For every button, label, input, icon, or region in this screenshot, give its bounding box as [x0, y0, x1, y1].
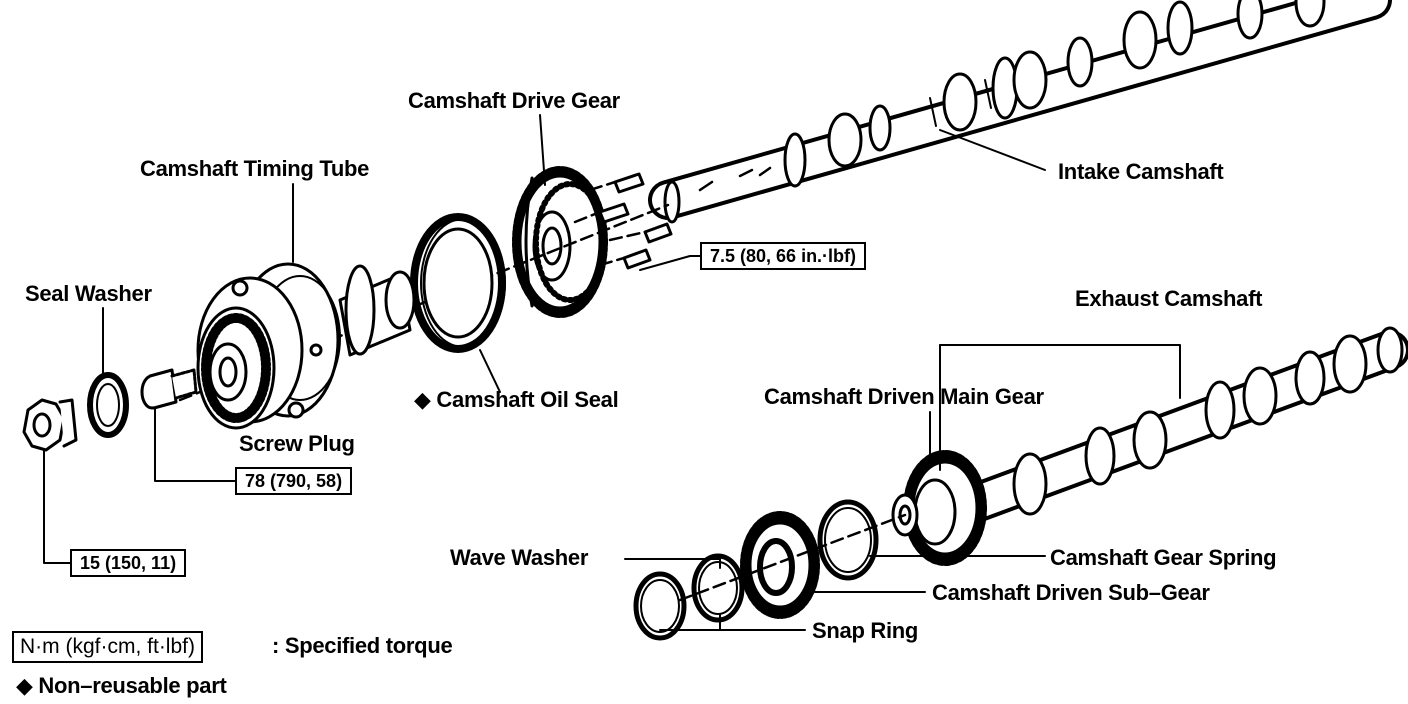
- label-timing-tube: Camshaft Timing Tube: [140, 156, 370, 181]
- drive-gear-bolts: [598, 172, 673, 270]
- drive-gear-part: [512, 166, 608, 318]
- intake-camshaft-part: [648, 0, 1392, 224]
- exhaust-camshaft-part: [910, 326, 1408, 540]
- label-drive-gear: Camshaft Drive Gear: [408, 88, 620, 113]
- bolt-part: [22, 398, 78, 452]
- label-wave-washer: Wave Washer: [450, 545, 589, 570]
- label-snap-ring: Snap Ring: [812, 618, 919, 643]
- wave-washer-part: [691, 553, 745, 623]
- oil-seal-part: [410, 213, 506, 353]
- screw-plug-part: [140, 368, 198, 410]
- label-exhaust-camshaft: Exhaust Camshaft: [1075, 286, 1263, 311]
- driven-main-gear-part: [891, 450, 987, 566]
- snap-ring-part: [633, 571, 687, 641]
- intake-axis: [178, 180, 670, 402]
- legend-torque-desc: : Specified torque: [272, 633, 453, 658]
- gear-spring-part: [817, 499, 879, 581]
- label-intake-camshaft: Intake Camshaft: [1058, 159, 1224, 184]
- leader-lines: [43, 114, 1181, 631]
- label-oil-seal: ◆ Camshaft Oil Seal: [414, 387, 619, 412]
- legend-non-reusable: ◆ Non–reusable part: [16, 673, 227, 698]
- torque-seal-bolt: 15 (150, 11): [70, 549, 187, 577]
- label-driven-main-gear: Camshaft Driven Main Gear: [764, 384, 1044, 409]
- torque-drive-gear-bolts: 7.5 (80, 66 in.·lbf): [700, 242, 867, 270]
- seal-washer-part: [87, 372, 129, 438]
- label-seal-washer: Seal Washer: [25, 281, 152, 306]
- timing-tube-part: [196, 262, 416, 430]
- driven-sub-gear-part: [740, 511, 820, 619]
- label-gear-spring: Camshaft Gear Spring: [1050, 545, 1277, 570]
- legend-torque-unit: N·m (kgf·cm, ft·lbf): [12, 631, 203, 663]
- label-driven-sub-gear: Camshaft Driven Sub–Gear: [932, 580, 1210, 605]
- label-screw-plug: Screw Plug: [239, 431, 355, 456]
- exhaust-axis: [678, 513, 907, 602]
- torque-screw-plug: 78 (790, 58): [235, 467, 353, 495]
